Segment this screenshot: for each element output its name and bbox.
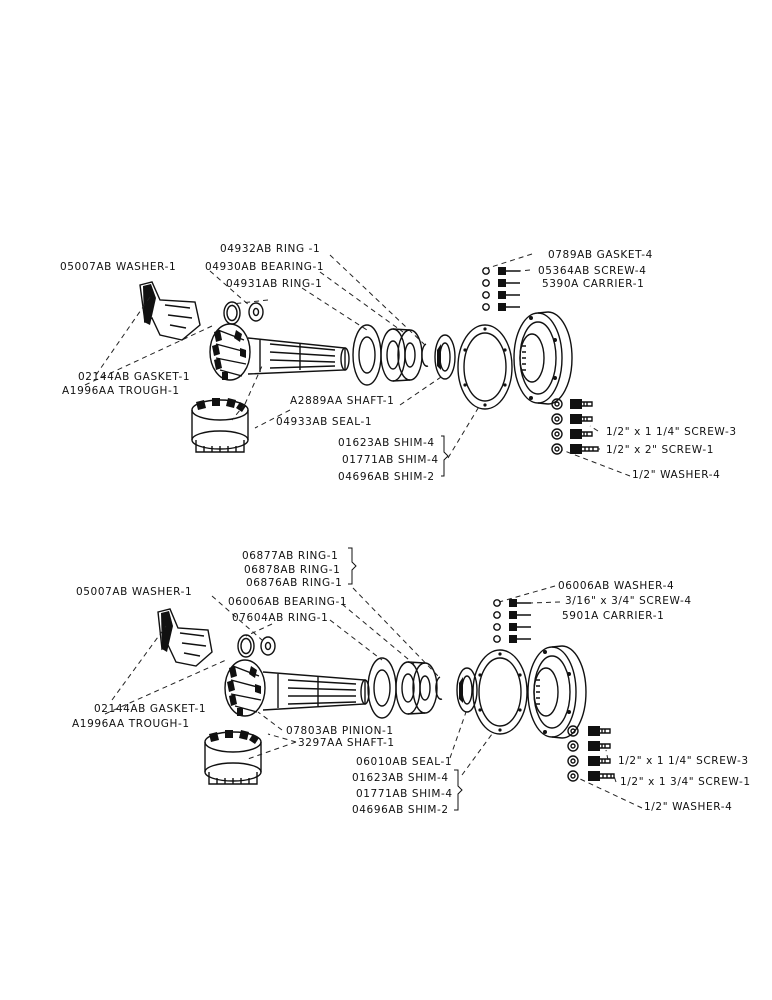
bottom-half-inch-washers <box>567 725 579 782</box>
top-assembly: 04932AB RING -1 04930AB BEARING-1 04931A… <box>60 243 737 483</box>
label-bottom-carrier: 5901A CARRIER-1 <box>562 610 664 622</box>
bottom-shaft <box>262 671 370 711</box>
bottom-ring-bracket <box>348 547 357 585</box>
label-top-seal: 04933AB SEAL-1 <box>276 416 372 428</box>
label-top-ring-04931: 04931AB RING-1 <box>226 278 322 290</box>
label-top-gasket-small: 0789AB GASKET-4 <box>548 249 653 261</box>
top-trough <box>139 281 201 341</box>
top-carrier <box>513 311 573 405</box>
label-bottom-pinion: 07803AB PINION-1 <box>286 725 394 737</box>
label-bottom-shaft: 3297AA SHAFT-1 <box>298 737 395 749</box>
label-top-washer: 05007AB WASHER-1 <box>60 261 176 273</box>
bottom-pinion-gear <box>224 659 266 717</box>
label-top-ring-04932: 04932AB RING -1 <box>220 243 320 255</box>
label-bottom-shim-b: 01771AB SHIM-4 <box>356 788 453 800</box>
bottom-small-washers <box>493 599 501 643</box>
top-shim-ring <box>457 324 513 410</box>
label-bottom-screw-small: 3/16" x 3/4" SCREW-4 <box>565 595 692 607</box>
bottom-ring-07604 <box>367 657 397 719</box>
bottom-carrier <box>527 645 587 739</box>
top-ring-gear <box>191 398 249 453</box>
top-labels: 04932AB RING -1 04930AB BEARING-1 04931A… <box>60 243 737 483</box>
top-small-washers <box>482 267 490 311</box>
label-top-screw-a: 1/2" x 1 1/4" SCREW-3 <box>606 426 737 438</box>
label-bottom-ring-06876: 06876AB RING-1 <box>246 577 342 589</box>
top-half-inch-screws <box>570 399 599 454</box>
label-bottom-washer-half: 1/2" WASHER-4 <box>644 801 732 813</box>
label-bottom-bearing: 06006AB BEARING-1 <box>228 596 347 608</box>
bottom-gasket <box>237 634 255 658</box>
bottom-small-screws <box>509 599 531 643</box>
bottom-snap-ring <box>435 676 443 700</box>
bottom-seal <box>456 667 478 713</box>
top-washer <box>248 302 264 322</box>
label-top-washer-half: 1/2" WASHER-4 <box>632 469 720 481</box>
bottom-shim-ring <box>472 649 528 735</box>
top-shaft <box>247 337 350 375</box>
label-top-shim-c: 04696AB SHIM-2 <box>338 471 435 483</box>
bottom-washer <box>260 636 276 656</box>
bottom-half-inch-screws <box>588 726 615 781</box>
top-pinion-gear <box>209 323 251 381</box>
label-bottom-ring-06878: 06878AB RING-1 <box>244 564 340 576</box>
label-top-gasket: 02144AB GASKET-1 <box>78 371 190 383</box>
label-top-carrier: 5390A CARRIER-1 <box>542 278 644 290</box>
bottom-bearing <box>395 661 438 715</box>
bottom-assembly: 06877AB RING-1 06878AB RING-1 06876AB RI… <box>72 547 751 816</box>
label-bottom-washer: 05007AB WASHER-1 <box>76 586 192 598</box>
bottom-leader-lines <box>104 585 643 809</box>
top-gasket <box>223 301 241 325</box>
label-bottom-shim-c: 04696AB SHIM-2 <box>352 804 449 816</box>
label-bottom-seal: 06010AB SEAL-1 <box>356 756 452 768</box>
top-ring-04931 <box>352 324 382 386</box>
top-snap-ring <box>421 343 429 367</box>
top-seal <box>434 334 456 380</box>
bottom-labels: 06877AB RING-1 06878AB RING-1 06876AB RI… <box>72 550 751 816</box>
label-bottom-shim-a: 01623AB SHIM-4 <box>352 772 449 784</box>
top-small-screws <box>498 267 520 311</box>
label-top-screw-b: 1/2" x 2" SCREW-1 <box>606 444 714 456</box>
bottom-shim-bracket <box>454 769 463 811</box>
label-bottom-gasket: 02144AB GASKET-1 <box>94 703 206 715</box>
label-top-screw-small: 05364AB SCREW-4 <box>538 265 646 277</box>
label-bottom-trough: A1996AA TROUGH-1 <box>72 718 190 730</box>
top-shim-bracket <box>441 435 449 477</box>
label-top-trough: A1996AA TROUGH-1 <box>62 385 180 397</box>
bottom-trough <box>157 608 213 667</box>
label-bottom-ring-06877: 06877AB RING-1 <box>242 550 338 562</box>
bottom-ring-gear <box>204 730 262 785</box>
top-half-inch-washers <box>551 398 563 455</box>
label-top-shim-a: 01623AB SHIM-4 <box>338 437 435 449</box>
label-top-shim-b: 01771AB SHIM-4 <box>342 454 439 466</box>
label-top-shaft: A2889AA SHAFT-1 <box>290 395 394 407</box>
label-top-bearing: 04930AB BEARING-1 <box>205 261 324 273</box>
label-bottom-washer-small: 06006AB WASHER-4 <box>558 580 674 592</box>
label-bottom-screw-b: 1/2" x 1 3/4" SCREW-1 <box>620 776 751 788</box>
top-leader-lines <box>84 253 631 477</box>
label-bottom-screw-a: 1/2" x 1 1/4" SCREW-3 <box>618 755 749 767</box>
label-bottom-ring-07604: 07604AB RING-1 <box>232 612 328 624</box>
